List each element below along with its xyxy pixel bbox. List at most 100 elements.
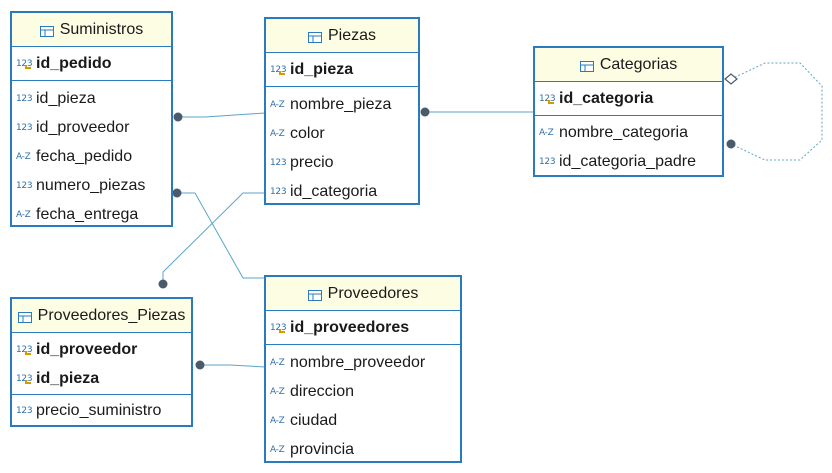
numeric-type-icon: 123 xyxy=(16,180,33,191)
relation-end-dot xyxy=(726,139,736,149)
column-name: precio_suministro xyxy=(36,401,162,419)
key-marker-icon xyxy=(279,328,285,333)
entity-header[interactable]: Proveedores_Piezas xyxy=(12,299,191,333)
column-row[interactable]: A-Z direccion xyxy=(266,377,460,406)
column-row-key[interactable]: 123 id_pedido xyxy=(12,49,171,78)
entity-header[interactable]: Piezas xyxy=(266,19,418,53)
table-icon xyxy=(579,59,594,72)
relation-categorias-self[interactable] xyxy=(730,62,823,161)
numeric-type-icon: 123 xyxy=(16,93,33,104)
text-type-icon: A-Z xyxy=(270,99,285,110)
column-name: ciudad xyxy=(290,411,338,429)
key-marker-icon xyxy=(25,64,31,69)
relation-end-dot xyxy=(158,279,168,289)
column-name: id_categoria xyxy=(290,182,378,200)
text-type-icon: A-Z xyxy=(270,128,285,139)
key-marker-icon xyxy=(279,70,285,75)
relation-suministros-proveedores[interactable] xyxy=(177,192,265,279)
entity-header[interactable]: Proveedores xyxy=(266,277,460,311)
key-section: 123 id_proveedores xyxy=(266,311,460,345)
text-type-icon: A-Z xyxy=(270,415,285,426)
numeric-key-icon: 123 xyxy=(539,93,556,104)
column-row[interactable]: A-Z nombre_pieza xyxy=(266,90,418,119)
column-name: id_proveedor xyxy=(36,118,130,136)
column-row-key[interactable]: 123 id_pieza xyxy=(12,364,191,393)
numeric-key-icon: 123 xyxy=(270,64,287,75)
entity-piezas[interactable]: Piezas 123 id_pieza A-Z nombre_pieza A-Z c… xyxy=(264,17,420,205)
column-row-key[interactable]: 123 id_proveedor xyxy=(12,335,191,364)
column-name: id_categoria_padre xyxy=(559,152,696,170)
relation-end-dot xyxy=(172,188,182,198)
column-name: direccion xyxy=(290,382,355,400)
numeric-type-icon: 123 xyxy=(270,186,287,197)
relation-end-diamond xyxy=(724,73,738,85)
column-name: fecha_entrega xyxy=(36,205,139,223)
key-marker-icon xyxy=(25,379,31,384)
table-icon xyxy=(307,30,322,43)
column-name: id_pieza xyxy=(36,369,100,387)
key-section: 123 id_pieza xyxy=(266,53,418,87)
table-icon xyxy=(17,310,32,323)
table-icon xyxy=(307,288,322,301)
column-name: id_categoria xyxy=(559,89,654,107)
table-icon xyxy=(39,24,54,37)
column-name: id_pieza xyxy=(290,60,354,78)
column-row-key[interactable]: 123 id_categoria xyxy=(535,84,722,113)
column-name: nombre_categoria xyxy=(559,123,688,141)
relation-proveedorespiezas-piezas[interactable] xyxy=(162,192,265,284)
entity-categorias[interactable]: Categorias 123 id_categoria A-Z nombre_ca… xyxy=(533,46,724,177)
entity-title: Proveedores xyxy=(327,284,419,302)
column-row-key[interactable]: 123 id_proveedores xyxy=(266,313,460,342)
text-type-icon: A-Z xyxy=(16,151,31,162)
text-type-icon: A-Z xyxy=(270,386,285,397)
numeric-type-icon: 123 xyxy=(539,156,556,167)
numeric-type-icon: 123 xyxy=(270,157,287,168)
numeric-key-icon: 123 xyxy=(270,322,287,333)
column-name: nombre_proveedor xyxy=(290,353,426,371)
entity-header[interactable]: Suministros xyxy=(12,13,171,47)
column-name: id_pieza xyxy=(36,89,96,107)
column-row[interactable]: A-Z ciudad xyxy=(266,406,460,435)
numeric-type-icon: 123 xyxy=(16,405,33,416)
entity-header[interactable]: Categorias xyxy=(535,48,722,82)
column-name: fecha_pedido xyxy=(36,147,133,165)
key-marker-icon xyxy=(548,99,554,104)
relation-end-dot xyxy=(420,107,430,117)
relation-proveedorespiezas-proveedores[interactable] xyxy=(200,364,266,368)
column-name: nombre_pieza xyxy=(290,95,392,113)
text-type-icon: A-Z xyxy=(539,127,554,138)
relation-end-dot xyxy=(195,360,205,370)
entity-title: Categorias xyxy=(599,55,678,73)
column-name: numero_piezas xyxy=(36,176,146,194)
text-type-icon: A-Z xyxy=(270,357,285,368)
numeric-type-icon: 123 xyxy=(16,122,33,133)
column-name: id_proveedores xyxy=(290,318,410,336)
relation-suministros-piezas[interactable] xyxy=(178,112,266,118)
entity-proveedores[interactable]: Proveedores 123 id_proveedores A-Z nombre… xyxy=(264,275,462,463)
column-row[interactable]: A-Z color xyxy=(266,119,418,148)
entity-title: Suministros xyxy=(59,20,144,38)
entity-title: Proveedores_Piezas xyxy=(37,306,186,324)
column-name: color xyxy=(290,124,325,142)
column-row-key[interactable]: 123 id_pieza xyxy=(266,55,418,84)
column-row[interactable]: A-Z nombre_proveedor xyxy=(266,348,460,377)
numeric-key-icon: 123 xyxy=(16,373,33,384)
column-row[interactable]: A-Z fecha_pedido xyxy=(12,142,171,171)
column-row[interactable]: A-Z nombre_categoria xyxy=(535,118,722,147)
relation-end-dot xyxy=(173,112,183,122)
entity-proveedores-piezas[interactable]: Proveedores_Piezas 123 id_proveedor 123 … xyxy=(10,297,193,427)
